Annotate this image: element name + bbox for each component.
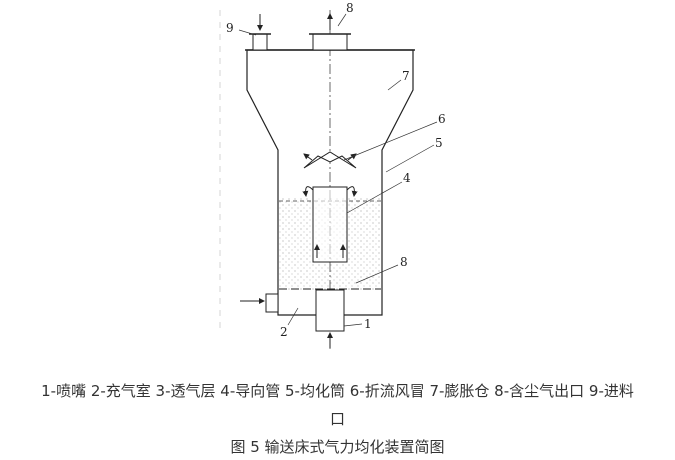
deflector-arrow-left <box>303 153 313 161</box>
feed-inlet-nozzle <box>252 33 268 51</box>
leader-7 <box>387 79 402 91</box>
leader-4 <box>346 181 403 214</box>
dust-gas-outlet <box>312 33 348 51</box>
leader-2 <box>287 307 299 326</box>
guide-tube <box>312 186 348 263</box>
label-8-mid: 8 <box>400 255 408 269</box>
leader-6 <box>343 121 438 161</box>
label-5: 5 <box>435 136 443 150</box>
leader-9 <box>238 29 257 36</box>
nozzle-pipe <box>315 289 345 332</box>
leader-5 <box>385 144 435 173</box>
leader-8-top <box>337 13 347 27</box>
label-4: 4 <box>403 171 411 185</box>
vessel-outline <box>246 49 414 316</box>
label-9: 9 <box>226 21 234 35</box>
label-8-top: 8 <box>346 1 354 15</box>
leader-8-mid <box>355 264 399 284</box>
label-1: 1 <box>364 317 372 331</box>
figure-caption: 图 5 输送床式气力均化装置简图 <box>230 438 445 456</box>
flow-curve-left <box>302 186 314 197</box>
legend-line-1: 1-喷嘴 2-充气室 3-透气层 4-导向管 5-均化筒 6-折流风冒 7-膨胀… <box>41 382 634 400</box>
label-7: 7 <box>402 69 410 83</box>
legend-line-2: 口 <box>329 410 345 428</box>
air-inlet-flange <box>265 293 279 313</box>
homogenizer-diagram: 9 8 7 6 5 4 8 2 1 <box>219 1 446 350</box>
deflector-cap <box>303 151 357 169</box>
flow-curve-right <box>346 186 358 197</box>
label-2: 2 <box>280 325 288 339</box>
leader-1 <box>343 323 363 327</box>
label-6: 6 <box>438 112 446 126</box>
